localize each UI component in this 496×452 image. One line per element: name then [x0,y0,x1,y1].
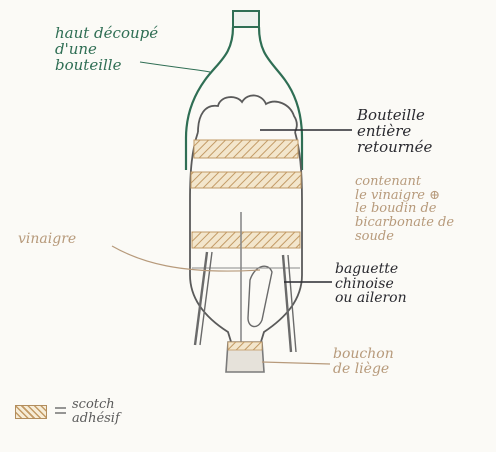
label-bouchon: bouchon de liège [333,347,394,376]
label-bouteille-entiere: Bouteille entière retournée [357,108,432,155]
leader-vinaigre [112,246,260,271]
leader-bouchon [262,362,330,364]
left-fin-stick [195,252,207,345]
tape-band-1 [194,140,298,158]
bicarbonate-roll [248,266,272,326]
label-haut-decoupe: haut découpé d'une bouteille [55,26,158,73]
tape-band-3 [192,232,300,248]
tape-band-2 [191,172,301,188]
label-contenant: contenant le vinaigre ⊕ le boudin de bic… [355,175,454,243]
cork-tape [228,342,262,350]
legend-text: scotch adhésif [72,398,120,425]
inverted-bottle-shoulder [198,95,297,132]
top-bottle-cap [233,11,259,27]
label-baguette: baguette chinoise ou aileron [335,262,407,306]
legend-tape-swatch [15,405,47,419]
label-vinaigre: vinaigre [18,232,76,247]
